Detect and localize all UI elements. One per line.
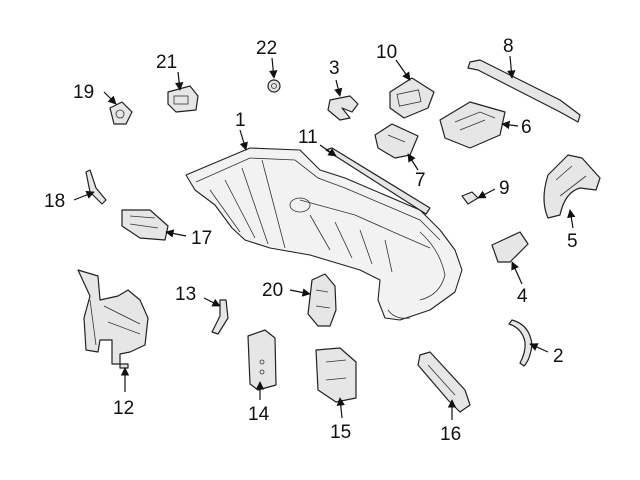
leader-7 <box>407 153 419 171</box>
connector-part <box>167 85 199 113</box>
leader-15 <box>336 397 345 419</box>
leader-6 <box>501 120 519 130</box>
callout-5: 5 <box>567 231 578 252</box>
leader-1 <box>239 129 248 151</box>
leader-17 <box>165 229 187 238</box>
callout-9: 9 <box>499 178 510 199</box>
leader-11 <box>319 144 337 157</box>
callout-6: 6 <box>521 117 532 138</box>
large-bracket-part <box>77 269 149 369</box>
heat-shield-part <box>315 347 357 403</box>
splash-piece-part <box>491 231 529 263</box>
side-trim-part <box>417 351 471 413</box>
leader-lines <box>73 55 576 420</box>
nut-part <box>267 79 281 93</box>
callout-10: 10 <box>376 42 397 63</box>
leader-3 <box>334 79 343 97</box>
bumper-cover-part <box>185 147 463 321</box>
corner-bracket-part <box>327 95 359 121</box>
mounting-block-part <box>439 101 506 149</box>
round-pad-part <box>109 101 133 125</box>
callout-8: 8 <box>503 36 514 57</box>
strap-part <box>211 299 229 335</box>
mount-bracket-part <box>307 273 337 327</box>
callout-20: 20 <box>262 280 283 301</box>
support-plate-part <box>374 123 419 159</box>
leader-4 <box>511 261 523 285</box>
retaining-clip-part <box>461 191 479 205</box>
callout-14: 14 <box>248 404 270 425</box>
callout-1: 1 <box>235 110 246 131</box>
callout-22: 22 <box>256 38 277 59</box>
leader-13 <box>203 297 221 307</box>
callout-16: 16 <box>440 424 461 445</box>
callout-2: 2 <box>553 346 564 367</box>
callout-19: 19 <box>73 82 94 103</box>
callout-13: 13 <box>175 284 196 305</box>
leader-8 <box>507 55 516 79</box>
sensor-mount-part <box>389 77 435 119</box>
callout-17: 17 <box>191 228 212 249</box>
curved-seal-part <box>508 319 533 367</box>
side-plate-part <box>247 329 277 391</box>
leader-2 <box>529 343 549 353</box>
bracket-block-part <box>121 209 169 241</box>
wire-part <box>85 169 107 205</box>
leader-18 <box>73 190 95 201</box>
callout-18: 18 <box>44 191 65 212</box>
impact-strip-part <box>467 59 581 123</box>
callout-11: 11 <box>298 127 318 148</box>
callout-21: 21 <box>156 52 177 73</box>
wheel-arch-liner-part <box>543 154 601 219</box>
leader-20 <box>289 288 311 297</box>
leader-22 <box>269 57 278 79</box>
leader-9 <box>477 188 496 199</box>
callout-7: 7 <box>415 170 426 191</box>
leader-10 <box>395 59 411 81</box>
leader-5 <box>567 209 576 229</box>
callout-4: 4 <box>517 286 528 307</box>
leader-21 <box>174 71 184 91</box>
callout-labels: 1 2 3 4 5 6 7 8 9 10 11 12 13 14 15 16 1… <box>44 36 578 445</box>
callout-15: 15 <box>330 422 351 443</box>
callout-3: 3 <box>329 58 340 79</box>
leader-19 <box>103 91 117 105</box>
callout-12: 12 <box>113 398 134 419</box>
